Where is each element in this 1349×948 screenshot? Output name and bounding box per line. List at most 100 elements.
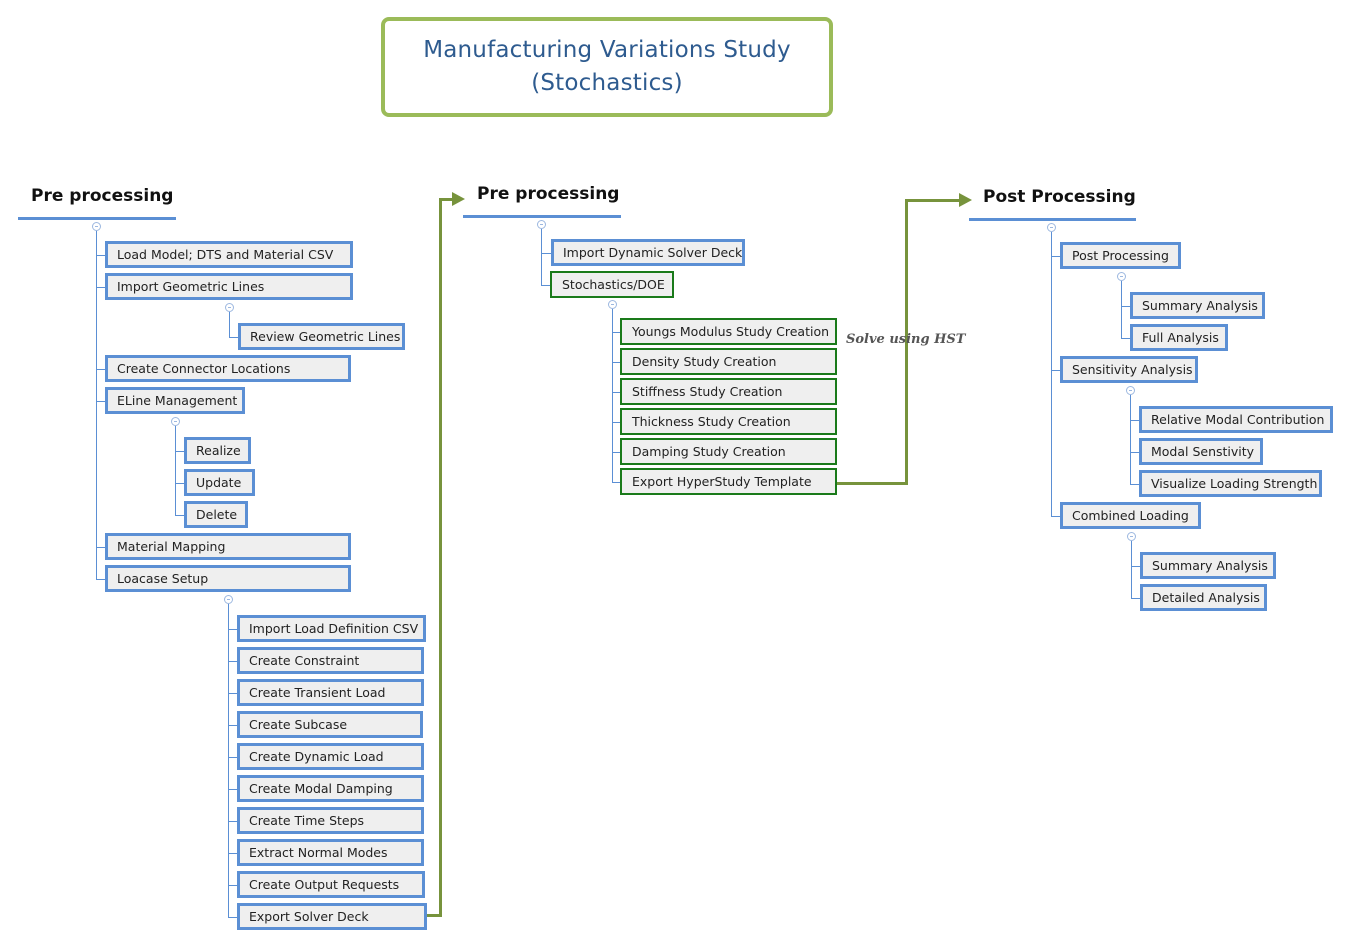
tree-branch: [96, 287, 106, 288]
tree-connector: [1131, 541, 1132, 598]
collapse-toggle-icon[interactable]: [1126, 386, 1135, 395]
tree-branch: [96, 255, 106, 256]
node-create-constraint[interactable]: Create Constraint: [237, 647, 424, 674]
flow-connector: [439, 198, 442, 917]
node-create-transient-load[interactable]: Create Transient Load: [237, 679, 424, 706]
tree-branch: [541, 285, 552, 286]
node-import-load-definition-csv[interactable]: Import Load Definition CSV: [237, 615, 426, 642]
tree-connector: [541, 229, 542, 285]
node-create-modal-damping[interactable]: Create Modal Damping: [237, 775, 424, 802]
collapse-toggle-icon[interactable]: [1047, 223, 1056, 232]
tree-branch: [228, 853, 238, 854]
node-youngs-modulus-study[interactable]: Youngs Modulus Study Creation: [620, 318, 837, 345]
flow-connector: [905, 199, 908, 485]
collapse-toggle-icon[interactable]: [1127, 532, 1136, 541]
node-density-study[interactable]: Density Study Creation: [620, 348, 837, 375]
arrow-right-icon: [959, 193, 972, 207]
tree-branch: [612, 452, 621, 453]
tree-branch: [228, 789, 238, 790]
solve-using-hst-label: Solve using HST: [846, 332, 966, 347]
tree-branch: [96, 579, 106, 580]
collapse-toggle-icon[interactable]: [171, 417, 180, 426]
tree-branch: [228, 821, 238, 822]
tree-branch: [1051, 370, 1061, 371]
tree-branch: [228, 917, 238, 918]
header-underline: [18, 217, 176, 220]
node-sensitivity-analysis[interactable]: Sensitivity Analysis: [1060, 356, 1198, 383]
node-export-solver-deck[interactable]: Export Solver Deck: [237, 903, 427, 930]
collapse-toggle-icon[interactable]: [537, 220, 546, 229]
tree-branch: [1121, 338, 1131, 339]
node-create-connector-locations[interactable]: Create Connector Locations: [105, 355, 351, 382]
pre-processing-2-header: Pre processing: [477, 184, 620, 204]
node-delete[interactable]: Delete: [184, 501, 248, 528]
node-create-time-steps[interactable]: Create Time Steps: [237, 807, 424, 834]
node-import-geometric-lines[interactable]: Import Geometric Lines: [105, 273, 353, 300]
tree-branch: [228, 693, 238, 694]
node-review-geometric-lines[interactable]: Review Geometric Lines: [238, 323, 405, 350]
tree-branch: [96, 401, 106, 402]
tree-branch: [228, 885, 238, 886]
node-damping-study[interactable]: Damping Study Creation: [620, 438, 837, 465]
node-full-analysis[interactable]: Full Analysis: [1130, 324, 1228, 351]
node-eline-management[interactable]: ELine Management: [105, 387, 245, 414]
tree-branch: [612, 362, 621, 363]
node-load-model[interactable]: Load Model; DTS and Material CSV: [105, 241, 353, 268]
tree-branch: [175, 451, 185, 452]
title-line-1: Manufacturing Variations Study: [423, 37, 791, 63]
node-realize[interactable]: Realize: [184, 437, 251, 464]
collapse-toggle-icon[interactable]: [92, 222, 101, 231]
post-processing-header: Post Processing: [983, 187, 1136, 207]
node-create-dynamic-load[interactable]: Create Dynamic Load: [237, 743, 424, 770]
diagram-title-box: Manufacturing Variations Study (Stochast…: [381, 17, 833, 117]
tree-branch: [228, 661, 238, 662]
tree-connector: [1051, 232, 1052, 516]
tree-branch: [228, 757, 238, 758]
node-stiffness-study[interactable]: Stiffness Study Creation: [620, 378, 837, 405]
node-material-mapping[interactable]: Material Mapping: [105, 533, 351, 560]
tree-branch: [612, 422, 621, 423]
tree-branch: [1131, 598, 1141, 599]
node-combined-summary-analysis[interactable]: Summary Analysis: [1140, 552, 1276, 579]
node-summary-analysis[interactable]: Summary Analysis: [1130, 292, 1265, 319]
tree-branch: [175, 483, 185, 484]
node-relative-modal-contribution[interactable]: Relative Modal Contribution: [1139, 406, 1333, 433]
tree-connector: [1130, 395, 1131, 484]
collapse-toggle-icon[interactable]: [224, 595, 233, 604]
tree-connector: [175, 426, 176, 515]
tree-branch: [612, 482, 621, 483]
collapse-toggle-icon[interactable]: [225, 303, 234, 312]
node-create-subcase[interactable]: Create Subcase: [237, 711, 423, 738]
flow-connector: [837, 482, 908, 485]
collapse-toggle-icon[interactable]: [608, 300, 617, 309]
node-detailed-analysis[interactable]: Detailed Analysis: [1140, 584, 1267, 611]
node-extract-normal-modes[interactable]: Extract Normal Modes: [237, 839, 424, 866]
tree-branch: [1121, 306, 1131, 307]
arrow-right-icon: [452, 192, 465, 206]
node-modal-sensitivity[interactable]: Modal Senstivity: [1139, 438, 1263, 465]
tree-branch: [1130, 452, 1140, 453]
node-export-hyperstudy-template[interactable]: Export HyperStudy Template: [620, 468, 837, 495]
tree-connector: [1121, 281, 1122, 338]
flow-connector: [439, 198, 453, 201]
tree-branch: [1130, 420, 1140, 421]
collapse-toggle-icon[interactable]: [1117, 272, 1126, 281]
header-underline: [969, 218, 1136, 221]
tree-connector: [229, 312, 230, 337]
tree-branch: [612, 332, 621, 333]
node-loadcase-setup[interactable]: Loacase Setup: [105, 565, 351, 592]
tree-branch: [1130, 484, 1140, 485]
tree-branch: [1051, 516, 1061, 517]
node-thickness-study[interactable]: Thickness Study Creation: [620, 408, 837, 435]
node-combined-loading[interactable]: Combined Loading: [1060, 502, 1201, 529]
node-create-output-requests[interactable]: Create Output Requests: [237, 871, 425, 898]
node-import-dynamic-solver-deck[interactable]: Import Dynamic Solver Deck: [551, 239, 745, 266]
tree-branch: [228, 725, 238, 726]
node-visualize-loading-strength[interactable]: Visualize Loading Strength: [1139, 470, 1322, 497]
tree-branch: [175, 515, 185, 516]
node-post-processing[interactable]: Post Processing: [1060, 242, 1181, 269]
title-line-2: (Stochastics): [531, 70, 683, 96]
node-stochastics-doe[interactable]: Stochastics/DOE: [550, 271, 674, 298]
tree-branch: [541, 253, 552, 254]
node-update[interactable]: Update: [184, 469, 255, 496]
